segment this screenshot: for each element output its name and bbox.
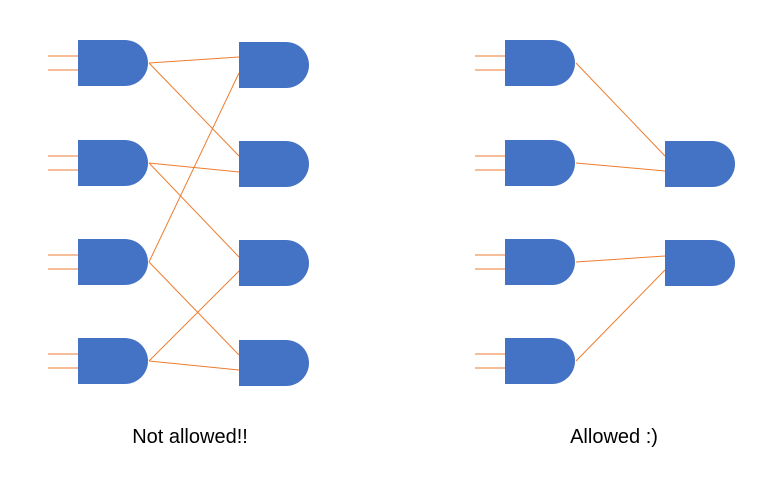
and-gate-layer2 (239, 141, 309, 187)
caption-not-allowed: Not allowed!! (132, 426, 248, 448)
connection-wire (575, 269, 666, 362)
and-gate-layer2 (239, 340, 309, 386)
connection-wire (148, 62, 240, 157)
and-gate-layer1 (505, 239, 575, 285)
and-gate-layer2 (665, 240, 735, 286)
and-gate-layer1 (78, 239, 148, 285)
and-gate-layer2 (665, 141, 735, 187)
and-gate-layer1 (505, 338, 575, 384)
and-gate-layer1 (505, 40, 575, 86)
connection-wire (148, 72, 240, 263)
and-gate-layer2 (239, 42, 309, 88)
connection-wire (575, 255, 666, 263)
connection-wire (148, 261, 240, 356)
and-gate-layer1 (78, 40, 148, 86)
connection-wire (575, 162, 666, 172)
and-gate-layer1 (78, 140, 148, 186)
and-gate-layer1 (78, 338, 148, 384)
and-gate-layer1 (505, 140, 575, 186)
connection-wire (148, 162, 240, 258)
connection-wire (148, 360, 240, 371)
connection-wire (148, 56, 240, 64)
and-gate-layer2 (239, 240, 309, 286)
connection-wire (148, 270, 240, 362)
caption-allowed: Allowed :) (570, 426, 658, 448)
connection-wire (575, 62, 666, 157)
